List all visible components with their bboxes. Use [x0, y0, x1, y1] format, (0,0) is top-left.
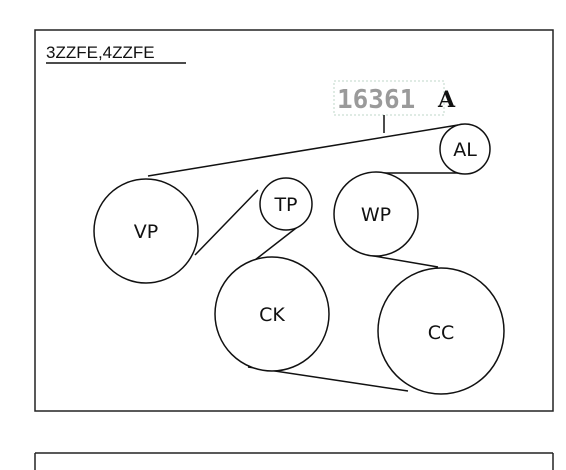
pulley-ck: [214, 256, 330, 372]
pulley-label-tp: TP: [273, 194, 297, 216]
belt-segment-vp-al: [147, 124, 459, 177]
pulley-cc: [377, 267, 505, 395]
pulley-vp: [93, 178, 199, 284]
pulleys: [93, 123, 505, 395]
pulley-label-al: AL: [453, 139, 477, 161]
pulley-label-cc: CC: [428, 322, 455, 344]
belt-segment-tp-ck: [254, 224, 301, 261]
pulley-label-wp: WP: [361, 204, 391, 226]
pulley-label-ck: CK: [259, 304, 285, 326]
pulley-wp: [333, 171, 419, 257]
pulley-label-vp: VP: [134, 221, 158, 243]
callout-letter: A: [437, 87, 456, 113]
engine-label: 3ZZFE,4ZZFE: [46, 43, 155, 62]
belt-segment-vp-tp: [194, 189, 259, 256]
pulley-tp: [259, 177, 313, 231]
pulley-al: [439, 123, 491, 175]
belt-segment-wp-cc: [367, 254, 439, 268]
part-number: 16361: [337, 85, 415, 115]
